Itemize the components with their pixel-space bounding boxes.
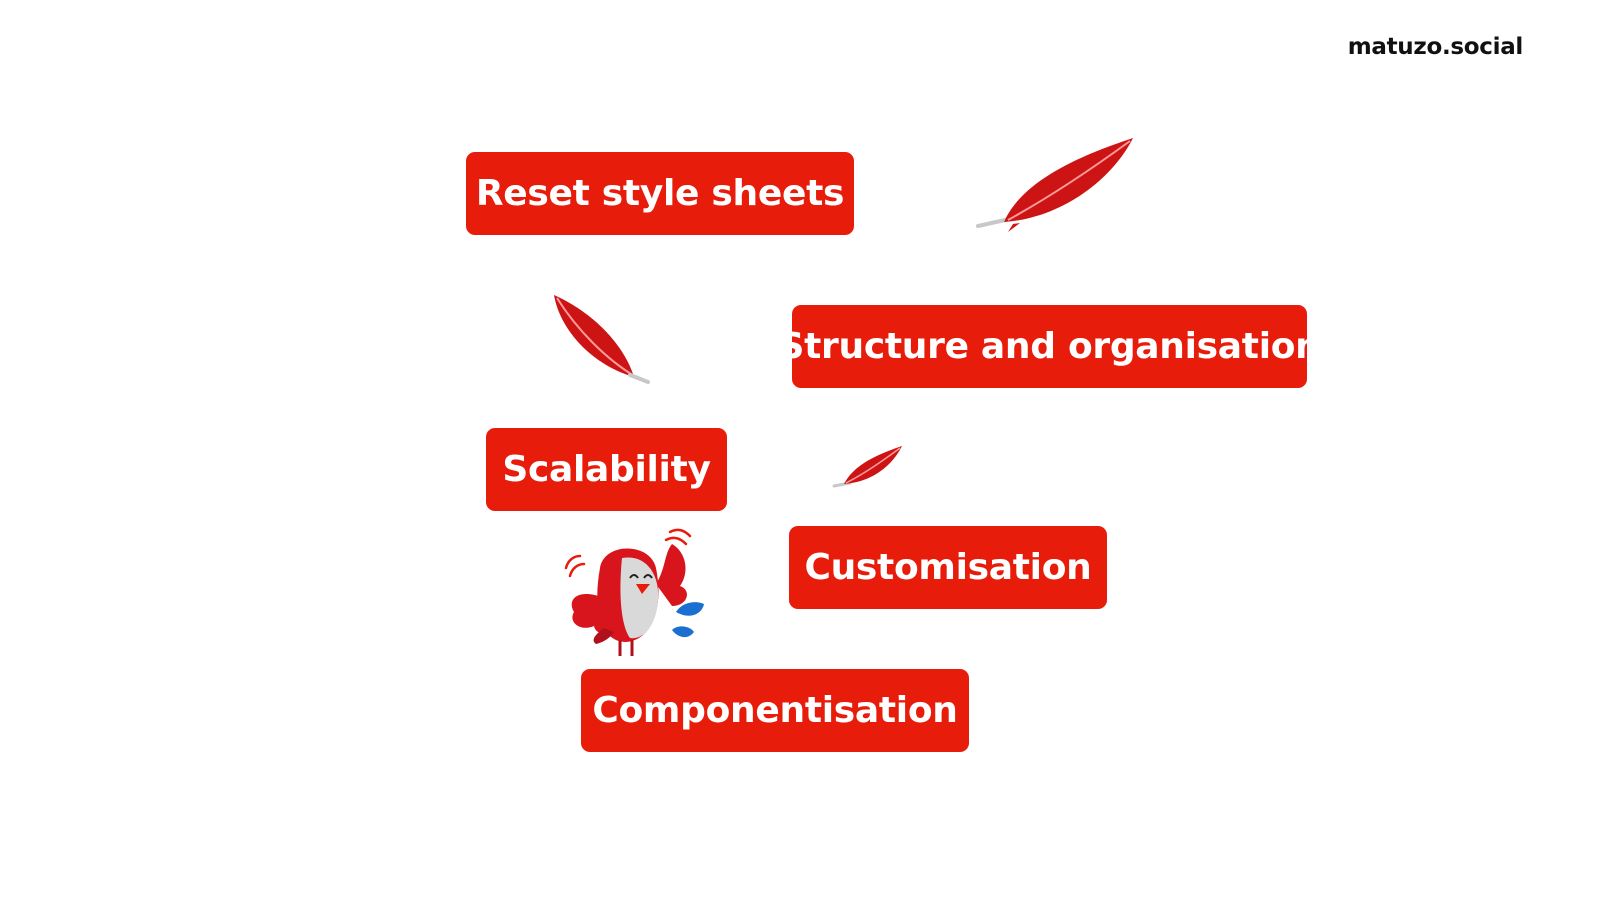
- feather-icon: [554, 295, 650, 384]
- topic-scalability: Scalability: [486, 428, 727, 511]
- topic-componentisation: Componentisation: [581, 669, 969, 752]
- brand-name: matuzo.social: [1347, 34, 1524, 60]
- feather-icon: [976, 138, 1133, 232]
- topic-structure-and-organisation: Structure and organisation: [779, 305, 1321, 388]
- topic-reset-style-sheets: Reset style sheets: [466, 152, 854, 235]
- topic-customisation: Customisation: [789, 526, 1107, 609]
- feather-icon: [832, 446, 902, 488]
- bird-mascot: [564, 528, 704, 656]
